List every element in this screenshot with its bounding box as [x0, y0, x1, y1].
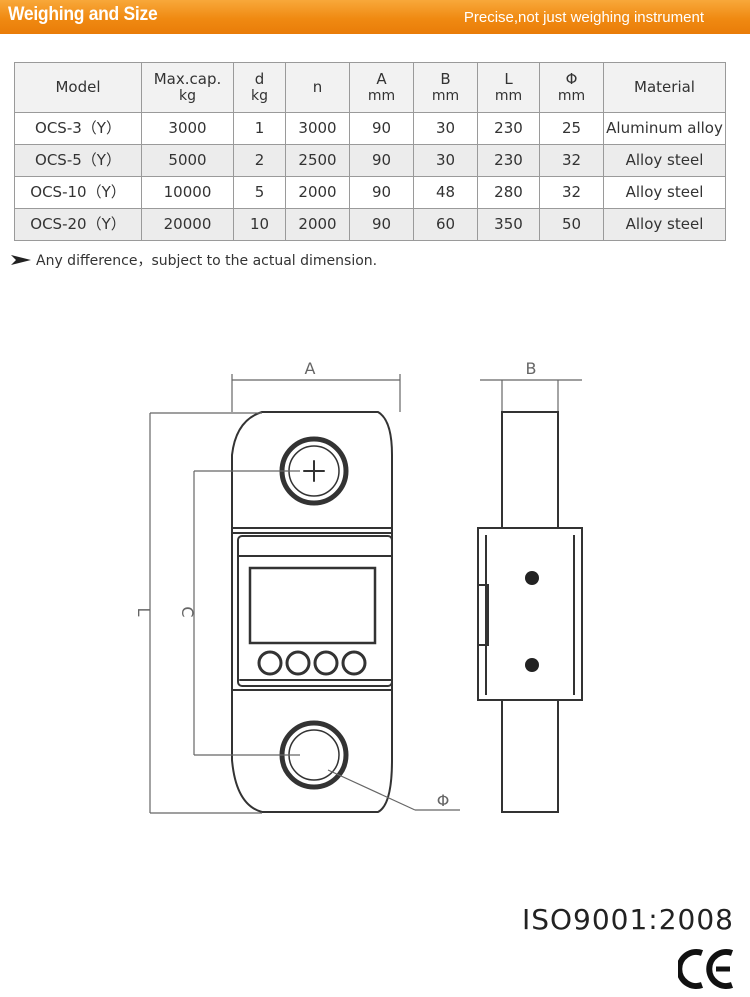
cell-d: 2 [233, 144, 286, 177]
cell-model: OCS-20（Y） [14, 208, 142, 241]
button [341, 650, 367, 676]
cell-a: 90 [349, 176, 414, 209]
cell-a: 90 [349, 208, 414, 241]
dimension-label-b: B [526, 359, 537, 378]
cell-l: 350 [477, 208, 540, 241]
dimension-note: Any difference，subject to the actual dim… [10, 250, 377, 270]
cell-n: 2000 [285, 176, 350, 209]
table-row: OCS-20（Y） 20000 10 2000 90 60 350 50 All… [14, 208, 726, 241]
side-bolt [525, 658, 539, 672]
cell-material: Alloy steel [603, 176, 726, 209]
column-header-material: Material [603, 62, 726, 113]
dimension-label-phi: Φ [437, 791, 450, 810]
column-header-model: Model [14, 62, 142, 113]
table-row: OCS-3（Y） 3000 1 3000 90 30 230 25 Alumin… [14, 112, 726, 145]
cell-model: OCS-10（Y） [14, 176, 142, 209]
cell-n: 2000 [285, 208, 350, 241]
cell-l: 230 [477, 144, 540, 177]
dimension-label-c: C [178, 606, 197, 617]
cell-max-cap: 10000 [141, 176, 234, 209]
dimension-label-a: A [305, 359, 316, 378]
column-header-n: n [285, 62, 350, 113]
ce-mark-icon [678, 949, 734, 989]
iso-certification: ISO9001:2008 [521, 903, 734, 936]
table-row: OCS-5（Y） 5000 2 2500 90 30 230 32 Alloy … [14, 144, 726, 177]
cell-n: 3000 [285, 112, 350, 145]
display-screen [248, 566, 377, 645]
cell-max-cap: 20000 [141, 208, 234, 241]
button [285, 650, 311, 676]
cell-n: 2500 [285, 144, 350, 177]
cell-phi: 32 [539, 144, 604, 177]
cell-material: Alloy steel [603, 208, 726, 241]
cell-b: 30 [413, 112, 478, 145]
technical-drawing: A B L C Φ [134, 359, 583, 814]
cell-max-cap: 3000 [141, 112, 234, 145]
side-bolt [525, 571, 539, 585]
cell-b: 30 [413, 144, 478, 177]
button [257, 650, 283, 676]
cell-model: OCS-5（Y） [14, 144, 142, 177]
cell-b: 48 [413, 176, 478, 209]
cell-max-cap: 5000 [141, 144, 234, 177]
cell-phi: 50 [539, 208, 604, 241]
column-header-max-cap: Max.cap.kg [141, 62, 234, 113]
cell-phi: 25 [539, 112, 604, 145]
dimension-label-l: L [134, 608, 153, 617]
cell-d: 5 [233, 176, 286, 209]
button [313, 650, 339, 676]
cell-model: OCS-3（Y） [14, 112, 142, 145]
cell-l: 230 [477, 112, 540, 145]
cell-a: 90 [349, 144, 414, 177]
side-view-housing [477, 527, 583, 701]
cell-material: Aluminum alloy [603, 112, 726, 145]
display-housing [237, 535, 393, 687]
cell-phi: 32 [539, 176, 604, 209]
cell-b: 60 [413, 208, 478, 241]
table-row: OCS-10（Y） 10000 5 2000 90 48 280 32 Allo… [14, 176, 726, 209]
cell-d: 10 [233, 208, 286, 241]
header-banner: Weighing and Size Precise,not just weigh… [0, 0, 750, 34]
cell-material: Alloy steel [603, 144, 726, 177]
header-tagline: Precise,not just weighing instrument [463, 9, 704, 26]
cell-l: 280 [477, 176, 540, 209]
cell-a: 90 [349, 112, 414, 145]
page-title: Weighing and Size [8, 4, 158, 25]
cell-d: 1 [233, 112, 286, 145]
dimension-note-text: Any difference，subject to the actual dim… [36, 253, 378, 269]
arrow-right-icon [11, 255, 31, 265]
